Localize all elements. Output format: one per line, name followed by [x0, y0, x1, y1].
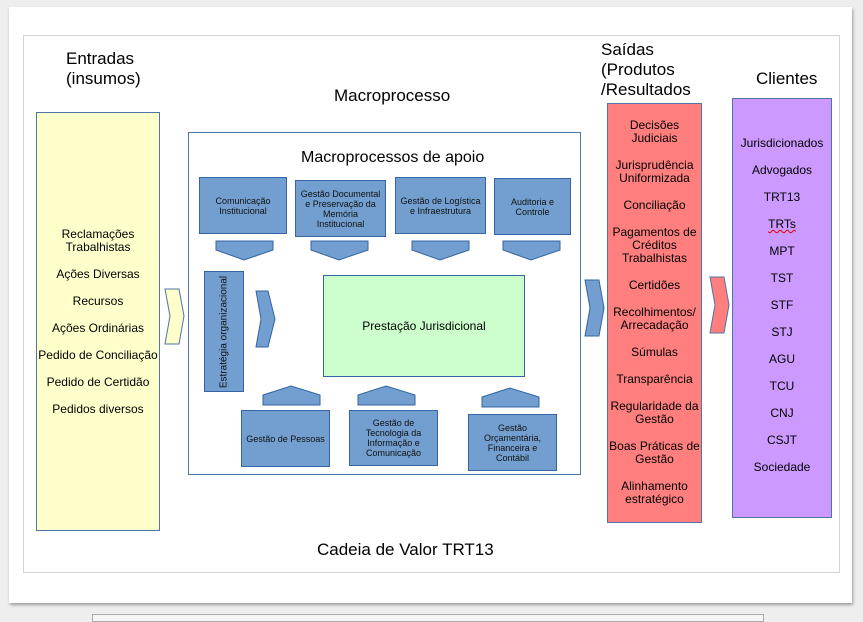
input-item: Ações Diversas	[56, 266, 140, 281]
support-process-budget: Gestão Orçamentária, Financeira e Contáb…	[468, 414, 557, 471]
chevron-up-icon	[481, 387, 540, 408]
output-item: Jurisprudência Uniformizada	[615, 158, 694, 185]
client-item: TRTs	[768, 217, 796, 231]
outputs-heading-line: (Produtos	[601, 60, 675, 79]
inputs-heading-line: (insumos)	[66, 69, 141, 88]
output-item: Súmulas	[631, 345, 678, 359]
client-item: CNJ	[770, 406, 794, 420]
support-process-it: Gestão de Tecnologia da Informação e Com…	[349, 410, 438, 466]
output-item: Boas Práticas de Gestão	[609, 439, 700, 466]
outputs-heading: Saídas (Produtos /Resultados	[601, 40, 691, 100]
output-item: Decisões Judiciais	[629, 118, 680, 145]
client-item: TCU	[769, 379, 795, 393]
diagram-frame	[23, 35, 840, 573]
core-process-box: Prestação Jurisdicional	[323, 275, 525, 377]
chevron-down-icon	[215, 240, 274, 261]
diagram-caption: Cadeia de Valor TRT13	[317, 540, 494, 559]
input-item: Pedido de Conciliação	[38, 347, 158, 362]
arrow-outputs-to-clients	[709, 276, 730, 334]
client-item: STJ	[771, 325, 793, 339]
support-process-communication: Comunicação Institucional	[199, 177, 287, 234]
chevron-down-icon	[310, 240, 369, 261]
output-item: Pagamentos de Créditos Trabalhistas	[612, 225, 697, 265]
horizontal-scrollbar[interactable]	[92, 614, 764, 622]
inputs-heading-line: Entradas	[66, 49, 135, 68]
client-item: MPT	[769, 244, 795, 258]
input-item: Pedido de Certidão	[46, 374, 150, 389]
arrow-process-to-outputs	[584, 279, 605, 337]
arrow-inputs-to-process	[164, 288, 185, 345]
chevron-right-icon	[255, 290, 276, 348]
outputs-heading-line: Saídas	[601, 40, 654, 59]
client-item: TRT13	[763, 190, 801, 204]
client-item: Advogados	[751, 163, 813, 177]
outputs-heading-line: /Resultados	[601, 80, 691, 99]
input-item: Ações Ordinárias	[51, 320, 145, 335]
chevron-down-icon	[411, 240, 470, 261]
client-item: TST	[770, 271, 794, 285]
client-item: AGU	[768, 352, 795, 366]
chevron-up-icon	[357, 385, 416, 406]
macroprocess-heading: Macroprocesso	[334, 86, 451, 105]
client-item: Jurisdicionados	[740, 136, 824, 150]
client-item: Sociedade	[753, 460, 811, 474]
client-item: CSJT	[767, 433, 797, 447]
clients-heading: Clientes	[756, 69, 818, 88]
input-item: Pedidos diversos	[52, 401, 144, 416]
client-item: STF	[770, 298, 794, 312]
output-item: Regularidade da Gestão	[610, 399, 699, 426]
chevron-up-icon	[262, 385, 321, 406]
strategy-box: Estratégia organizacional	[204, 271, 244, 392]
support-process-audit: Auditoria e Controle	[494, 178, 571, 235]
input-item: Recursos	[72, 293, 124, 308]
support-process-document-management: Gestão Documental e Preservação da Memór…	[295, 180, 386, 237]
support-processes-title: Macroprocessos de apoio	[301, 149, 485, 166]
output-item: Recolhimentos/ Arrecadação	[613, 305, 696, 332]
output-item: Transparência	[616, 372, 693, 386]
output-item: Conciliação	[623, 198, 686, 212]
strategy-label: Estratégia organizacional	[218, 275, 230, 388]
support-process-logistics: Gestão de Logística e Infraestrutura	[395, 177, 486, 234]
chevron-down-icon	[502, 240, 561, 261]
input-item: Reclamações Trabalhistas	[61, 226, 135, 254]
support-process-people: Gestão de Pessoas	[241, 410, 330, 467]
output-item: Alinhamento estratégico	[621, 479, 688, 506]
output-item: Certidões	[628, 278, 681, 292]
inputs-heading: Entradas (insumos)	[66, 49, 141, 89]
